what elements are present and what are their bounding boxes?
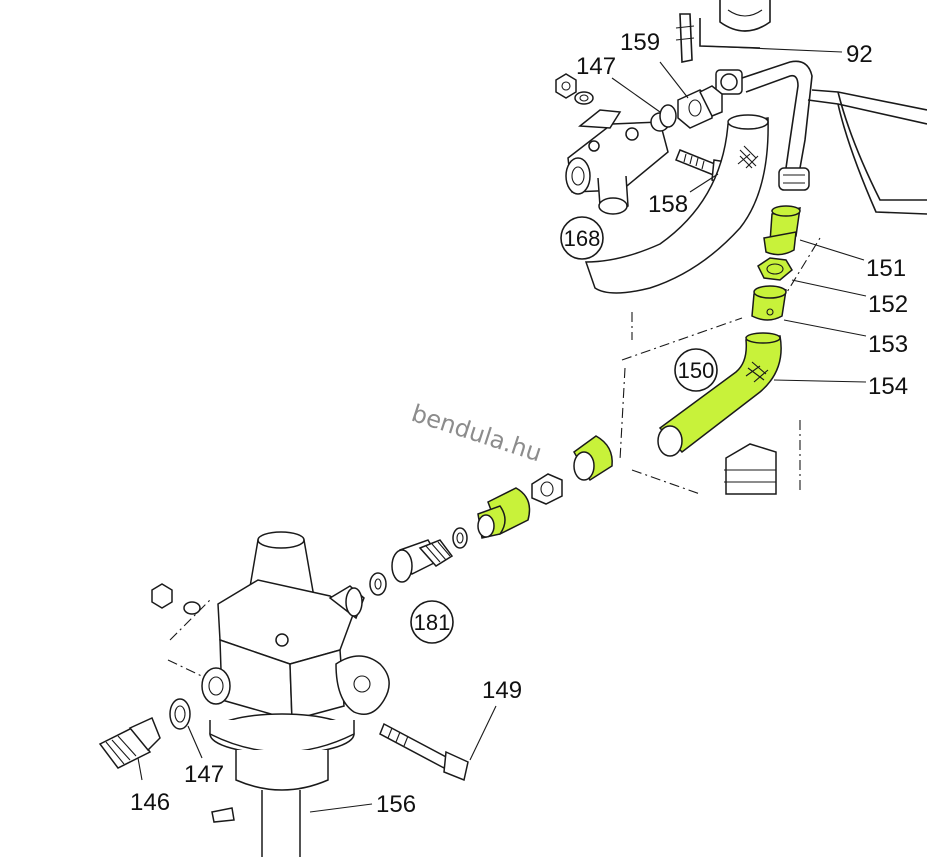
washer (452, 527, 468, 549)
ref-181-text: 181 (414, 610, 451, 635)
label-153: 153 (868, 331, 908, 358)
ref-150-text: 150 (678, 358, 715, 383)
label-158: 158 (648, 191, 688, 218)
ref-circle-150: 150 (674, 348, 718, 392)
top-valve-assembly (555, 0, 927, 294)
part-152-nut (757, 257, 793, 281)
label-146: 146 (130, 789, 170, 816)
watermark-text: bendula.hu (408, 399, 545, 467)
label-152: 152 (868, 291, 908, 318)
label-151: 151 (866, 255, 906, 282)
label-92: 92 (846, 41, 873, 68)
hex-nut (531, 473, 563, 505)
label-149: 149 (482, 677, 522, 704)
housing-block (724, 443, 777, 495)
label-147-top: 147 (576, 53, 616, 80)
part-151-adapter (763, 205, 801, 256)
label-156: 156 (376, 791, 416, 818)
fuel-pump-assembly (98, 531, 469, 857)
label-147-bottom: 147 (184, 761, 224, 788)
ref-circle-168: 168 (560, 216, 604, 260)
ref-circle-181: 181 (410, 600, 454, 644)
label-154: 154 (868, 373, 908, 400)
leader-lines (137, 45, 867, 813)
hose-adapter (477, 487, 531, 539)
washer-2 (369, 572, 387, 596)
clamp-ring (573, 435, 613, 482)
highlighted-parts (477, 205, 801, 539)
part-153-clamp (751, 285, 787, 321)
label-159: 159 (620, 29, 660, 56)
nipple-fitting (391, 539, 454, 583)
ref-168-text: 168 (564, 226, 601, 251)
part-154-elbow-hose (657, 332, 782, 457)
